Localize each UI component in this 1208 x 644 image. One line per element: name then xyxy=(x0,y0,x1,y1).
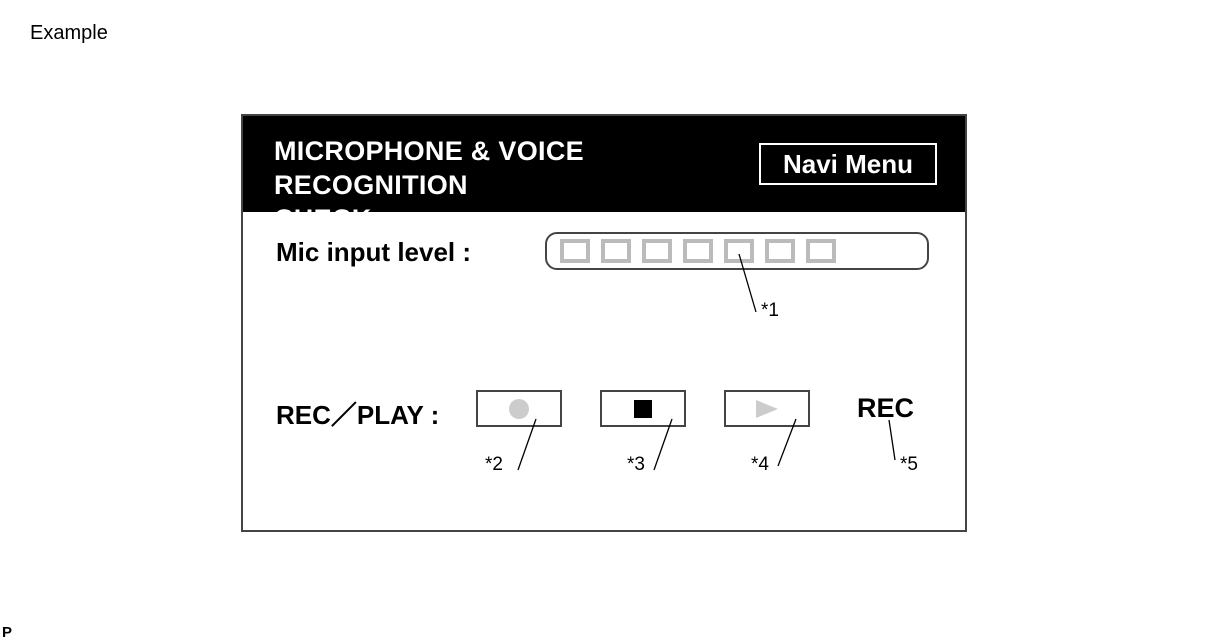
record-button[interactable] xyxy=(476,390,562,427)
stop-square-icon xyxy=(634,399,652,418)
leader-line-5 xyxy=(888,419,896,461)
play-triangle-icon xyxy=(756,399,778,418)
leader-line-3 xyxy=(653,418,673,471)
level-cell-5 xyxy=(724,239,754,263)
screen-title: MICROPHONE & VOICE RECOGNITION CHECK xyxy=(274,136,584,234)
leader-line-2 xyxy=(517,418,537,471)
level-cell-3 xyxy=(642,239,672,263)
mic-voice-check-screen: MICROPHONE & VOICE RECOGNITION CHECK Nav… xyxy=(241,114,967,532)
play-button[interactable] xyxy=(724,390,810,427)
callout-2: *2 xyxy=(485,454,503,475)
level-cell-4 xyxy=(683,239,713,263)
example-label: Example xyxy=(30,22,108,44)
corner-mark: P xyxy=(2,624,13,641)
rec-play-label: REC／PLAY : xyxy=(276,400,440,430)
rec-status-text: REC xyxy=(857,393,915,423)
level-cell-6 xyxy=(765,239,795,263)
callout-4: *4 xyxy=(751,454,769,475)
callout-3: *3 xyxy=(627,454,645,475)
callout-1: *1 xyxy=(761,300,779,321)
mic-input-label: Mic input level : xyxy=(276,237,472,267)
level-cell-7 xyxy=(806,239,836,263)
callout-5: *5 xyxy=(900,454,918,475)
navi-menu-button[interactable]: Navi Menu xyxy=(759,143,937,185)
leader-line-4 xyxy=(777,418,797,467)
stop-button[interactable] xyxy=(600,390,686,427)
record-dot-icon xyxy=(509,398,529,419)
mic-level-meter xyxy=(545,232,929,270)
level-cell-2 xyxy=(601,239,631,263)
level-cell-1 xyxy=(560,239,590,263)
screen-header: MICROPHONE & VOICE RECOGNITION CHECK Nav… xyxy=(243,116,965,234)
leader-line-1 xyxy=(738,253,757,313)
